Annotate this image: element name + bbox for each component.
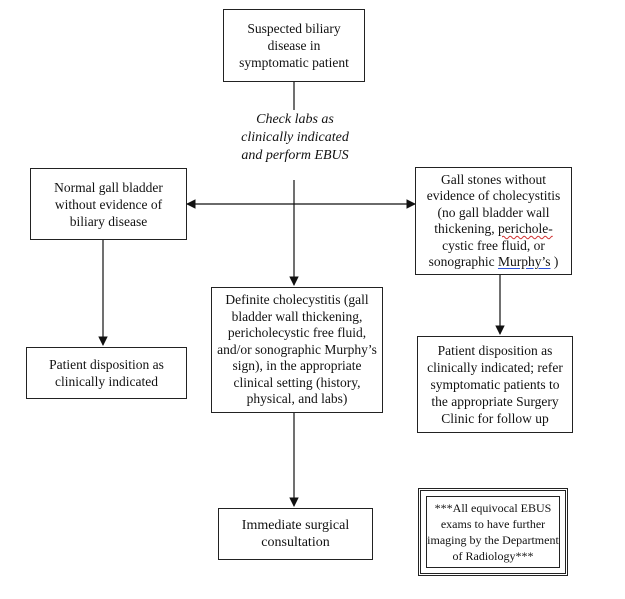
check-labs-line: Check labs as [256, 112, 334, 127]
check-labs-line: clinically indicated [241, 130, 349, 145]
note-line: exams to have further [440, 517, 546, 531]
check-labs-line: and perform EBUS [241, 148, 349, 163]
start-box-line: Suspected biliary [247, 21, 341, 36]
gallstones-box-line: Gall stones without [441, 171, 546, 187]
definite-box-line: clinical setting (history, [233, 374, 361, 390]
surgical-box-line: Immediate surgical [241, 518, 350, 533]
start-box: Suspected biliary disease in symptomatic… [223, 9, 365, 82]
gallstones-text-underlined: Murphy’s [497, 254, 551, 269]
definite-box-line: Definite cholecystitis (gall [225, 292, 369, 308]
disposition-left-box: Patient disposition as clinically indica… [26, 347, 187, 399]
note-line: of Radiology*** [452, 549, 534, 563]
disposition-left-line: Patient disposition as [49, 357, 164, 372]
gallstones-box-line: thickening, perichole- [434, 221, 552, 238]
disposition-right-line: symptomatic patients to [430, 377, 560, 392]
definite-box-line: pericholecystic free fluid, [227, 325, 367, 341]
gallstones-text: ) [550, 254, 559, 269]
surgical-consultation-box: Immediate surgical consultation [218, 508, 373, 560]
gallstones-box-line: cystic free fluid, or [442, 237, 545, 253]
definite-box-line: bladder wall thickening, [231, 308, 363, 324]
definite-box-line: physical, and labs) [246, 391, 348, 407]
radiology-note-inner: ***All equivocal EBUS exams to have furt… [426, 496, 560, 568]
normal-box-line: Normal gall bladder [54, 179, 163, 195]
surgical-box-line: consultation [261, 535, 330, 550]
gallstones-text-underlined: perichole- [498, 221, 553, 236]
disposition-right-line: clinically indicated; refer [427, 360, 563, 375]
gallstones-box-line: evidence of cholecystitis [426, 188, 561, 203]
radiology-note-box: ***All equivocal EBUS exams to have furt… [418, 488, 568, 576]
disposition-left-line: clinically indicated [54, 374, 159, 389]
gallstones-box-line: sonographic Murphy’s ) [429, 254, 559, 271]
definite-box-line: sign), in the appropriate [232, 358, 362, 374]
note-line: imaging by the Department [427, 533, 559, 547]
definite-box-line: and/or sonographic Murphy’s [217, 341, 377, 357]
start-box-line: symptomatic patient [239, 55, 349, 70]
note-line: ***All equivocal EBUS [434, 501, 552, 515]
normal-box-line: biliary disease [69, 213, 148, 229]
gallstones-text: thickening, [434, 221, 499, 236]
disposition-right-line: Clinic for follow up [441, 411, 549, 426]
normal-box-line: without evidence of [54, 196, 163, 212]
disposition-right-box: Patient disposition as clinically indica… [417, 336, 573, 433]
gallstones-text: sonographic [428, 254, 498, 269]
definite-cholecystitis-box: Definite cholecystitis (gall bladder wal… [211, 287, 383, 413]
start-box-line: disease in [267, 38, 321, 53]
gallstones-box: Gall stones without evidence of cholecys… [415, 167, 572, 275]
disposition-right-line: the appropriate Surgery [431, 394, 559, 409]
gallstones-box-line: (no gall bladder wall [437, 204, 550, 220]
disposition-right-line: Patient disposition as [437, 343, 553, 358]
normal-gallbladder-box: Normal gall bladder without evidence of … [30, 168, 187, 240]
check-labs-label: Check labs as clinically indicated and p… [222, 111, 368, 165]
